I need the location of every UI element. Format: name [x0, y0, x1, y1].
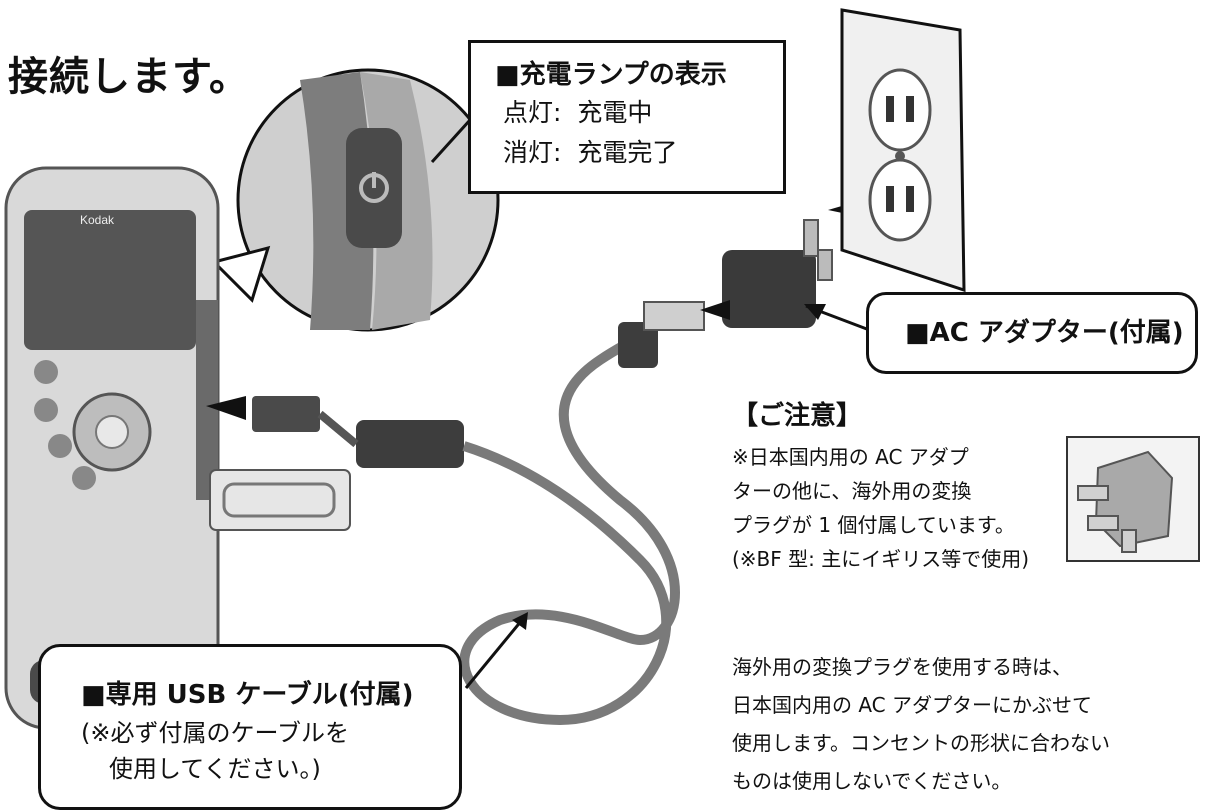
lamp-off-value: 充電完了	[577, 138, 678, 167]
lamp-off-row: 消灯: 充電完了	[495, 133, 783, 173]
charge-lamp-title: ■充電ランプの表示	[495, 60, 727, 90]
lamp-pointer-line	[430, 118, 472, 164]
bf-plug-icon	[1077, 450, 1174, 553]
notice-line: (※BF 型: 主にイギリス等で使用)	[732, 547, 1030, 571]
paragraph-line: 日本国内用の AC アダプターにかぶせて	[732, 693, 1093, 717]
conversion-plug-paragraph: 海外用の変換プラグを使用する時は、 日本国内用の AC アダプターにかぶせて 使…	[732, 648, 1110, 800]
paragraph-line: ものは使用しないでください。	[732, 769, 1012, 793]
lamp-on-row: 点灯: 充電中	[495, 93, 783, 133]
paragraph-line: 海外用の変換プラグを使用する時は、	[732, 655, 1072, 679]
power-button-magnifier	[211, 68, 500, 332]
usb-pointer-line	[464, 619, 524, 689]
camcorder-brand-logo: Kodak	[80, 213, 115, 227]
usb-note-line: 使用してください。)	[109, 755, 321, 783]
wall-outlet	[840, 8, 966, 293]
lamp-on-label: 点灯:	[503, 98, 562, 127]
lamp-off-label: 消灯:	[503, 138, 562, 167]
lamp-on-value: 充電中	[577, 98, 653, 127]
usb-cable	[206, 301, 705, 726]
notice-line: プラグが 1 個付属しています。	[732, 513, 1015, 537]
notice-line: ターの他に、海外用の変換	[732, 479, 972, 503]
notice-body: ※日本国内用の AC アダプ ターの他に、海外用の変換 プラグが 1 個付属して…	[732, 440, 1029, 576]
usb-connector-pack	[209, 469, 351, 531]
notice-title: 【ご注意】	[732, 401, 863, 431]
ac-adapter-label: ■AC アダプター(付属)	[866, 292, 1198, 374]
page-heading: 接続します。	[8, 54, 250, 100]
bf-conversion-plug-image	[1066, 436, 1200, 562]
usb-note-line: (※必ず付属のケーブルを	[81, 719, 350, 747]
notice-line: ※日本国内用の AC アダプ	[732, 445, 969, 469]
usb-cable-title: ■専用 USB ケーブル(付属)	[81, 680, 414, 710]
charge-lamp-callout: ■充電ランプの表示 点灯: 充電中 消灯: 充電完了	[468, 40, 786, 194]
paragraph-line: 使用します。コンセントの形状に合わない	[732, 731, 1110, 755]
usb-cable-callout: ■専用 USB ケーブル(付属) (※必ず付属のケーブルを 使用してください。)	[38, 644, 462, 810]
